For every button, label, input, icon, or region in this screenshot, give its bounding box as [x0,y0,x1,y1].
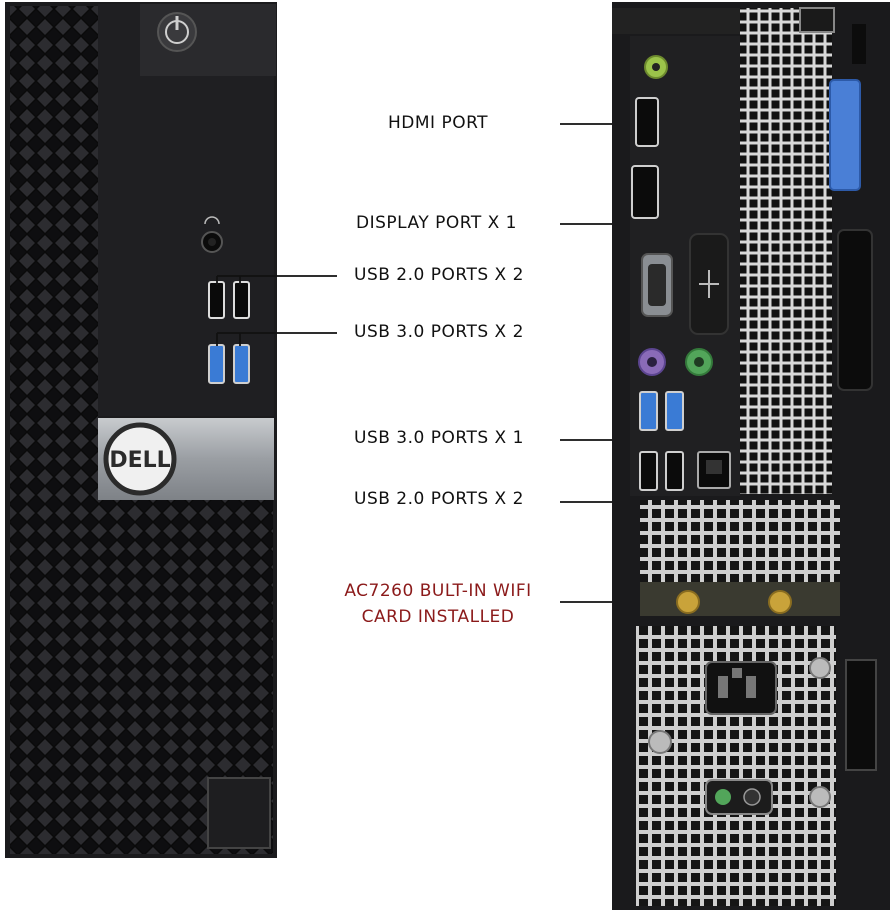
wifi-antenna-connector [676,590,700,614]
power-socket[interactable] [705,661,777,715]
callout-hdmi: HDMI PORT [388,113,489,133]
usb-port[interactable] [208,281,225,319]
usb-port[interactable] [233,344,250,384]
front-usb3-ports [208,344,250,384]
usb-port[interactable] [233,281,250,319]
usb-port[interactable] [208,344,225,384]
front-usb2-ports [208,281,250,319]
usb-port[interactable] [639,391,658,431]
serial-port[interactable] [641,253,673,317]
display-port[interactable] [631,165,659,219]
callout-displayport: DISPLAY PORT X 1 [356,213,517,233]
rear-tower [612,2,890,910]
ps2-mouse-port[interactable] [685,348,713,376]
callout-rear-usb3: USB 3.0 PORTS X 1 [354,428,524,448]
front-grille-left [10,6,98,854]
power-icon[interactable] [157,12,197,52]
dell-logo: DELL [103,422,177,496]
usb-port[interactable] [665,451,684,491]
front-tower: DELL [5,2,277,858]
psu-test-button[interactable] [705,779,773,815]
callout-lines [216,123,679,603]
hdmi-port[interactable] [635,97,659,147]
callout-wifi: AC7260 BULT-IN WIFI CARD INSTALLED [338,578,538,630]
usb-port[interactable] [639,451,658,491]
callout-rear-usb2: USB 2.0 PORTS X 2 [354,489,524,509]
headphone-icon[interactable] [201,216,223,253]
callout-front-usb3: USB 3.0 PORTS X 2 [354,322,524,342]
front-foot-panel [207,777,271,849]
rear-vent-top [740,8,832,494]
rear-handle[interactable] [837,229,873,391]
audio-port[interactable] [644,55,668,79]
callout-wifi-line2: CARD INSTALLED [361,607,515,627]
network-icon[interactable] [697,451,731,489]
callout-front-usb2: USB 2.0 PORTS X 2 [354,265,524,285]
callout-wifi-line1: AC7260 BULT-IN WIFI [344,581,532,601]
logo-text: DELL [109,448,170,473]
wifi-bracket [640,582,840,616]
usb-port[interactable] [665,391,684,431]
wifi-antenna-connector [768,590,792,614]
blue-latch[interactable] [829,79,861,191]
ps2-keyboard-port[interactable] [638,348,666,376]
